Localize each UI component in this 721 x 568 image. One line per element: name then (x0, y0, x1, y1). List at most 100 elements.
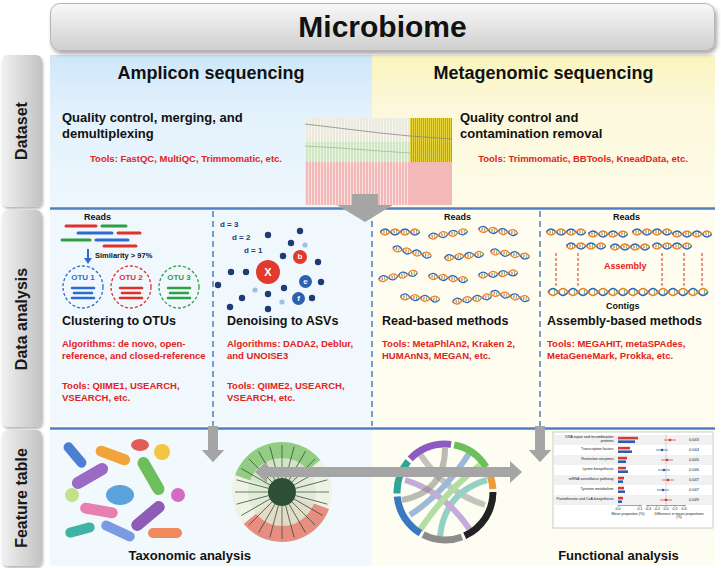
contig-helix (548, 289, 708, 296)
phylo-tree (259, 504, 276, 533)
step-title: Quality control, merging, and demultiple… (62, 110, 298, 141)
text-slot: d = 2 (231, 233, 251, 243)
flow-arrow (529, 426, 551, 462)
bacteria-icon (62, 439, 185, 543)
text-slot: d = 3 (219, 220, 239, 230)
p-value: 0.049 (689, 498, 699, 502)
row-tab: Feature table (2, 430, 42, 566)
bar-chart (618, 467, 626, 470)
algorithm-list: Algorithms: de novo, open-reference, and… (62, 338, 208, 362)
column-header: Amplicon sequencing (117, 63, 304, 85)
phylo-tree (282, 506, 283, 539)
sequence-dots (215, 282, 221, 288)
sequence-dots (239, 295, 245, 301)
chord-diagram (397, 444, 493, 540)
chord-diagram (397, 444, 493, 540)
text-slot: f (292, 292, 305, 305)
phylo-tree (237, 496, 269, 505)
text-slot: Algorithms: DADA2, Deblur, and UNOISE3 (227, 338, 365, 362)
text-slot: Tyrosine metabolism (554, 488, 614, 492)
text-slot: Assembly-based methods (547, 314, 710, 329)
row-label: Tyrosine metabolism (581, 488, 614, 492)
row-label: Dataset (12, 102, 31, 160)
sequence-circle: e (299, 275, 312, 288)
row-divider (50, 209, 715, 429)
dna-read (478, 226, 518, 236)
text-slot: b (293, 250, 307, 264)
bacteria-icon (64, 521, 96, 538)
bar-chart (660, 500, 672, 501)
otu-reads (72, 288, 190, 298)
sequence-dots (297, 228, 303, 234)
read-segment (66, 225, 96, 228)
dna-read (392, 245, 432, 259)
tool-list: Tools: Trimmomatic, BBTools, KneadData, … (478, 153, 688, 165)
bar-chart (664, 440, 676, 441)
text-slot: Contigs (606, 301, 640, 312)
sequence-letter: X (264, 267, 271, 278)
tick-label: 0.4 (682, 508, 687, 512)
dna-read (566, 243, 606, 249)
dna-read (610, 244, 650, 250)
step-title: Quality control and contamination remova… (460, 110, 645, 141)
otu-label: OTU 3 (167, 273, 191, 283)
tick-label: 0.0 (616, 508, 621, 512)
tick-label: 0.1 (638, 508, 643, 512)
phylo-tree (296, 480, 328, 489)
sequence-dot (293, 250, 307, 264)
text-slot: Tools: MEGAHIT, metaSPAdes, MetaGeneMark… (547, 338, 707, 362)
text-slot: Reads (444, 212, 471, 223)
text-slot: 0.0 (616, 508, 621, 512)
chord-diagram (397, 444, 493, 540)
bar-chart (618, 490, 625, 493)
bar-chart (618, 477, 624, 480)
bacteria-icon (148, 528, 182, 538)
otu-reads (122, 292, 140, 295)
bar-chart (618, 487, 624, 490)
row-divider (50, 427, 715, 430)
similarity-arrow (84, 258, 92, 264)
chord-diagram (397, 444, 493, 540)
sequence-dots (309, 295, 315, 301)
sequence-dots (265, 232, 271, 238)
otu-outline (111, 266, 151, 308)
row-label: Data analysis (12, 267, 31, 369)
assembly-line (662, 253, 663, 287)
bar-chart (656, 450, 668, 451)
tool-list: Tools: MetaPhlAn2, Kraken 2, HUMAnN3, ME… (382, 338, 532, 362)
phylo-tree (235, 445, 329, 539)
otu-reads (72, 287, 94, 290)
text-slot: Tools: Trimmomatic, BBTools, KneadData, … (458, 153, 708, 165)
chord-diagram (397, 444, 493, 540)
sequence-circle: b (293, 250, 307, 264)
otu-reads (168, 297, 190, 300)
sequence-dot (292, 292, 305, 305)
read-segment (118, 232, 140, 235)
bar-chart (662, 480, 674, 481)
bar-chart (554, 435, 712, 445)
phylo-tree (294, 499, 323, 516)
assembly-label: Assembly (603, 261, 648, 272)
text-slot: 0.4 (682, 508, 687, 512)
text-slot: 0.2 (673, 508, 678, 512)
text-slot: Difference in mean proportions (%) (652, 513, 706, 521)
text-slot: Denoising to ASVs (227, 314, 367, 329)
sequence-letter: f (297, 295, 300, 303)
bacteria-icon (70, 461, 111, 491)
ellipse-outline (158, 265, 200, 309)
text-slot: 0.047 (689, 478, 699, 482)
dna-read (378, 226, 530, 305)
sequence-dots (265, 306, 271, 312)
bar-chart (661, 449, 664, 452)
algorithm-list: Algorithms: DADA2, Deblur, and UNOISE3 (227, 338, 365, 362)
text-slot: 0.049 (689, 498, 699, 502)
text-slot: 0.1 (638, 508, 643, 512)
text-slot: Amplicon sequencing (50, 63, 372, 85)
assembly-line (556, 253, 702, 287)
bar-chart (618, 437, 638, 500)
bacteria-icon (100, 519, 137, 543)
axis-title: Mean proportion (%) (612, 513, 645, 517)
bar-chart (618, 460, 626, 463)
chord-diagram (402, 448, 487, 536)
dna-read (672, 231, 712, 237)
